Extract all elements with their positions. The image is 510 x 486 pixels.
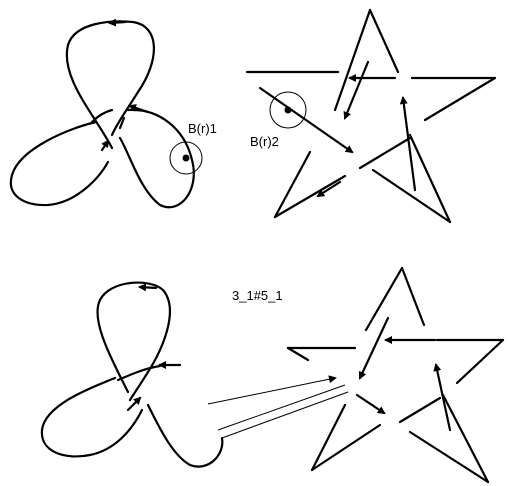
ball-2-label: B(r)2 [250,134,279,149]
star-knot-top: B(r)2 [247,10,495,222]
connected-sum-label: 3_1#5_1 [232,288,283,303]
trefoil-right-link [92,110,112,122]
trefoil-top-arrow [110,22,125,23]
bottom-star-inner-cross-arrow [357,395,384,413]
ball-1-label: B(r)1 [188,121,217,136]
band-lower-strand [222,392,348,438]
star-knot-bottom [288,268,503,482]
bottom-star-top-right-edge [402,268,424,325]
trefoil-left-lobe [11,122,108,205]
bottom-star-right-outer [457,340,503,383]
bottom-trefoil-right-lobe [148,405,222,467]
bottom-trefoil-top-arrow [140,287,156,288]
band-lower-strand-2 [218,385,345,430]
trefoil-knot-top: B(r)1 [11,21,217,207]
star-inner-cross [360,138,410,168]
star-right-outer [425,78,495,120]
star-top-left-edge [335,10,370,110]
bottom-trefoil-top-lobe [97,283,169,400]
bottom-star-left-notch [288,348,308,360]
bottom-star-inner-cross [400,398,440,422]
trefoil-inner-arrow-2 [102,141,108,150]
trefoil-knot-bottom [42,283,222,467]
star-top-right-edge [370,10,398,72]
bottom-star-inner-arrow-left [360,318,388,378]
trefoil-top-lobe [67,21,154,148]
bottom-star-inner-arrow-right [436,365,450,430]
band-upper-strand [208,378,335,404]
ball-2-point [285,107,292,114]
bottom-star-right-down [443,395,488,482]
bottom-star-top-left-edge [366,268,402,330]
bottom-trefoil-right-link [118,366,160,380]
ball-1-point [183,155,190,162]
connecting-band [208,378,348,438]
